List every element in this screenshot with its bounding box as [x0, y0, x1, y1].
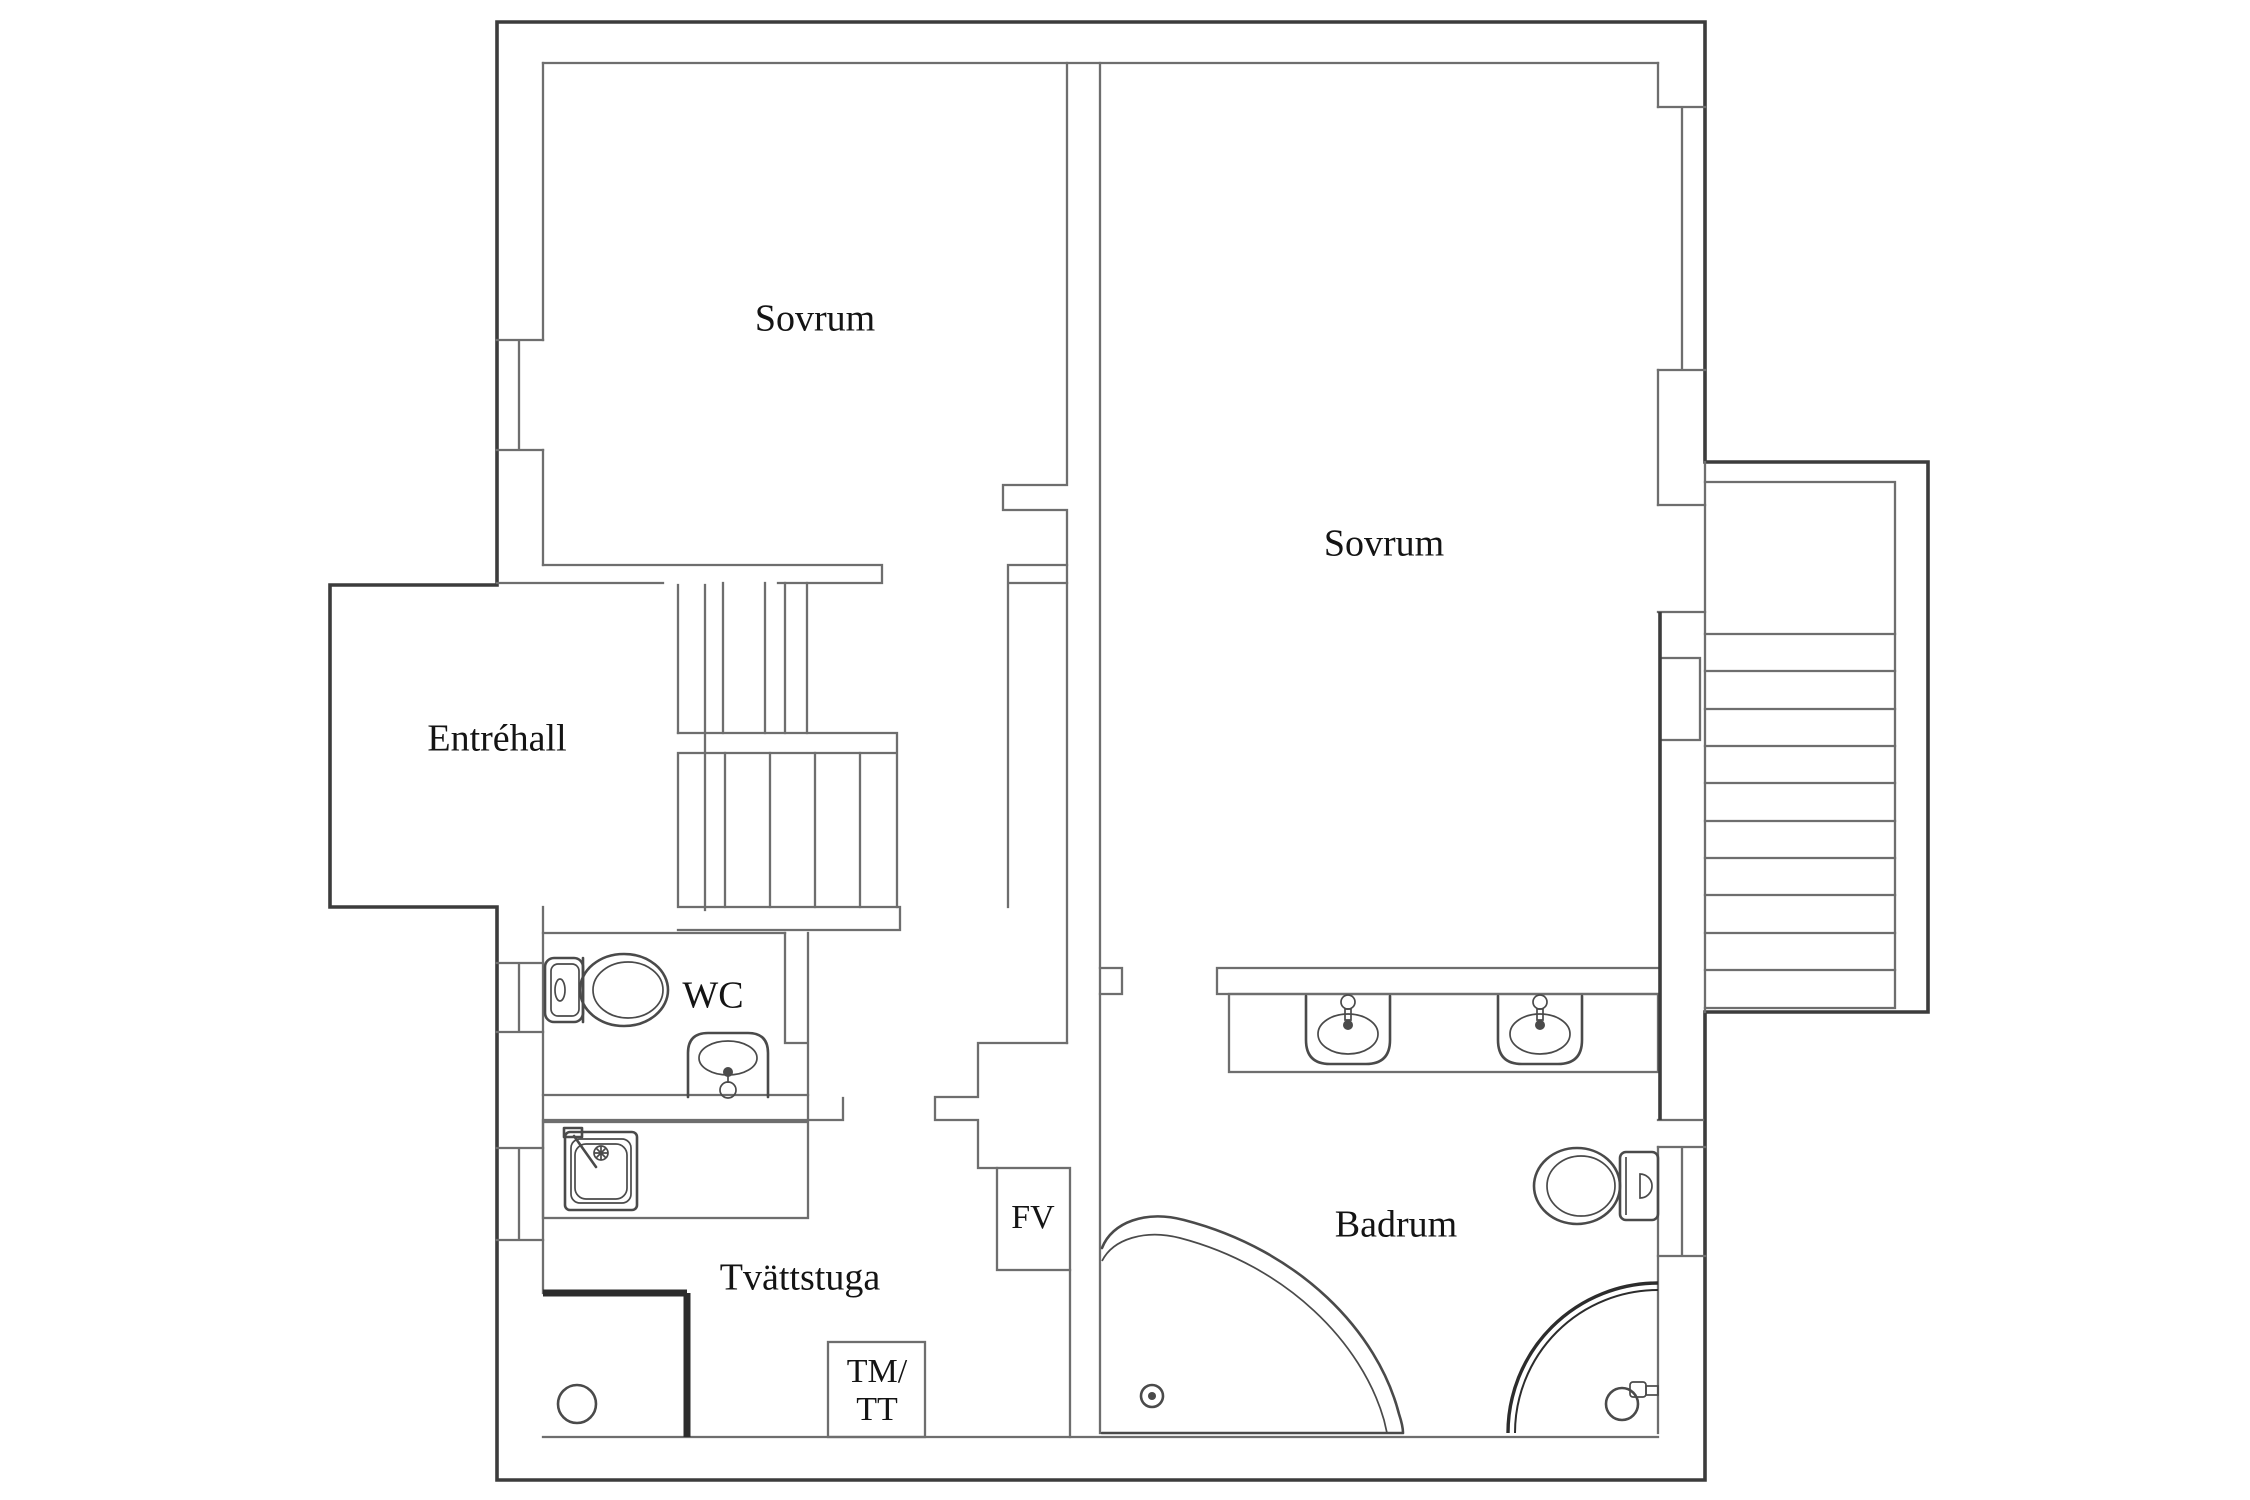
- shower-door-arc: [1506, 1281, 1659, 1434]
- label-heater-unit: FV: [1011, 1199, 1055, 1236]
- bathtub-corner: [1100, 1215, 1405, 1435]
- window-left-lower: [495, 1146, 545, 1242]
- room-label-wc: WC: [682, 975, 743, 1017]
- label-washer-dryer-1: TM/: [847, 1353, 908, 1390]
- heater-unit-box: [995, 1166, 1072, 1272]
- window-right-upper: [1656, 105, 1707, 372]
- room-label-bathroom: Badrum: [1335, 1204, 1457, 1246]
- toilet-wc: [543, 952, 670, 1028]
- window-right-lower: [1656, 1145, 1707, 1258]
- room-label-laundry: Tvättstuga: [720, 1257, 881, 1299]
- toilet-badrum: [1532, 1146, 1660, 1226]
- hand-shower: [1604, 1381, 1659, 1422]
- laundry-counter: [541, 1120, 810, 1220]
- washer-dryer-box: [826, 1340, 927, 1439]
- vanity-sink-right: [1496, 994, 1584, 1066]
- shower-tray: [543, 1289, 691, 1437]
- vanity-sink-left: [1304, 994, 1392, 1066]
- vanity-counter: [1227, 992, 1660, 1074]
- room-label-bedroom-right: Sovrum: [1324, 523, 1444, 565]
- staircase-main: [676, 581, 902, 932]
- laundry-sink: [562, 1126, 639, 1212]
- label-washer-dryer-2: TT: [856, 1391, 898, 1428]
- window-left-middle: [495, 961, 545, 1034]
- room-labels: Sovrum Sovrum Entréhall WC Badrum Tvätts…: [427, 298, 1457, 1428]
- room-label-entry-hall: Entréhall: [427, 718, 566, 760]
- interior-walls: [495, 61, 1707, 1439]
- window-left-upper: [495, 338, 545, 452]
- room-label-bedroom-left: Sovrum: [755, 298, 875, 340]
- staircase-annex: [1703, 460, 1897, 1014]
- sink-wc: [686, 1031, 770, 1099]
